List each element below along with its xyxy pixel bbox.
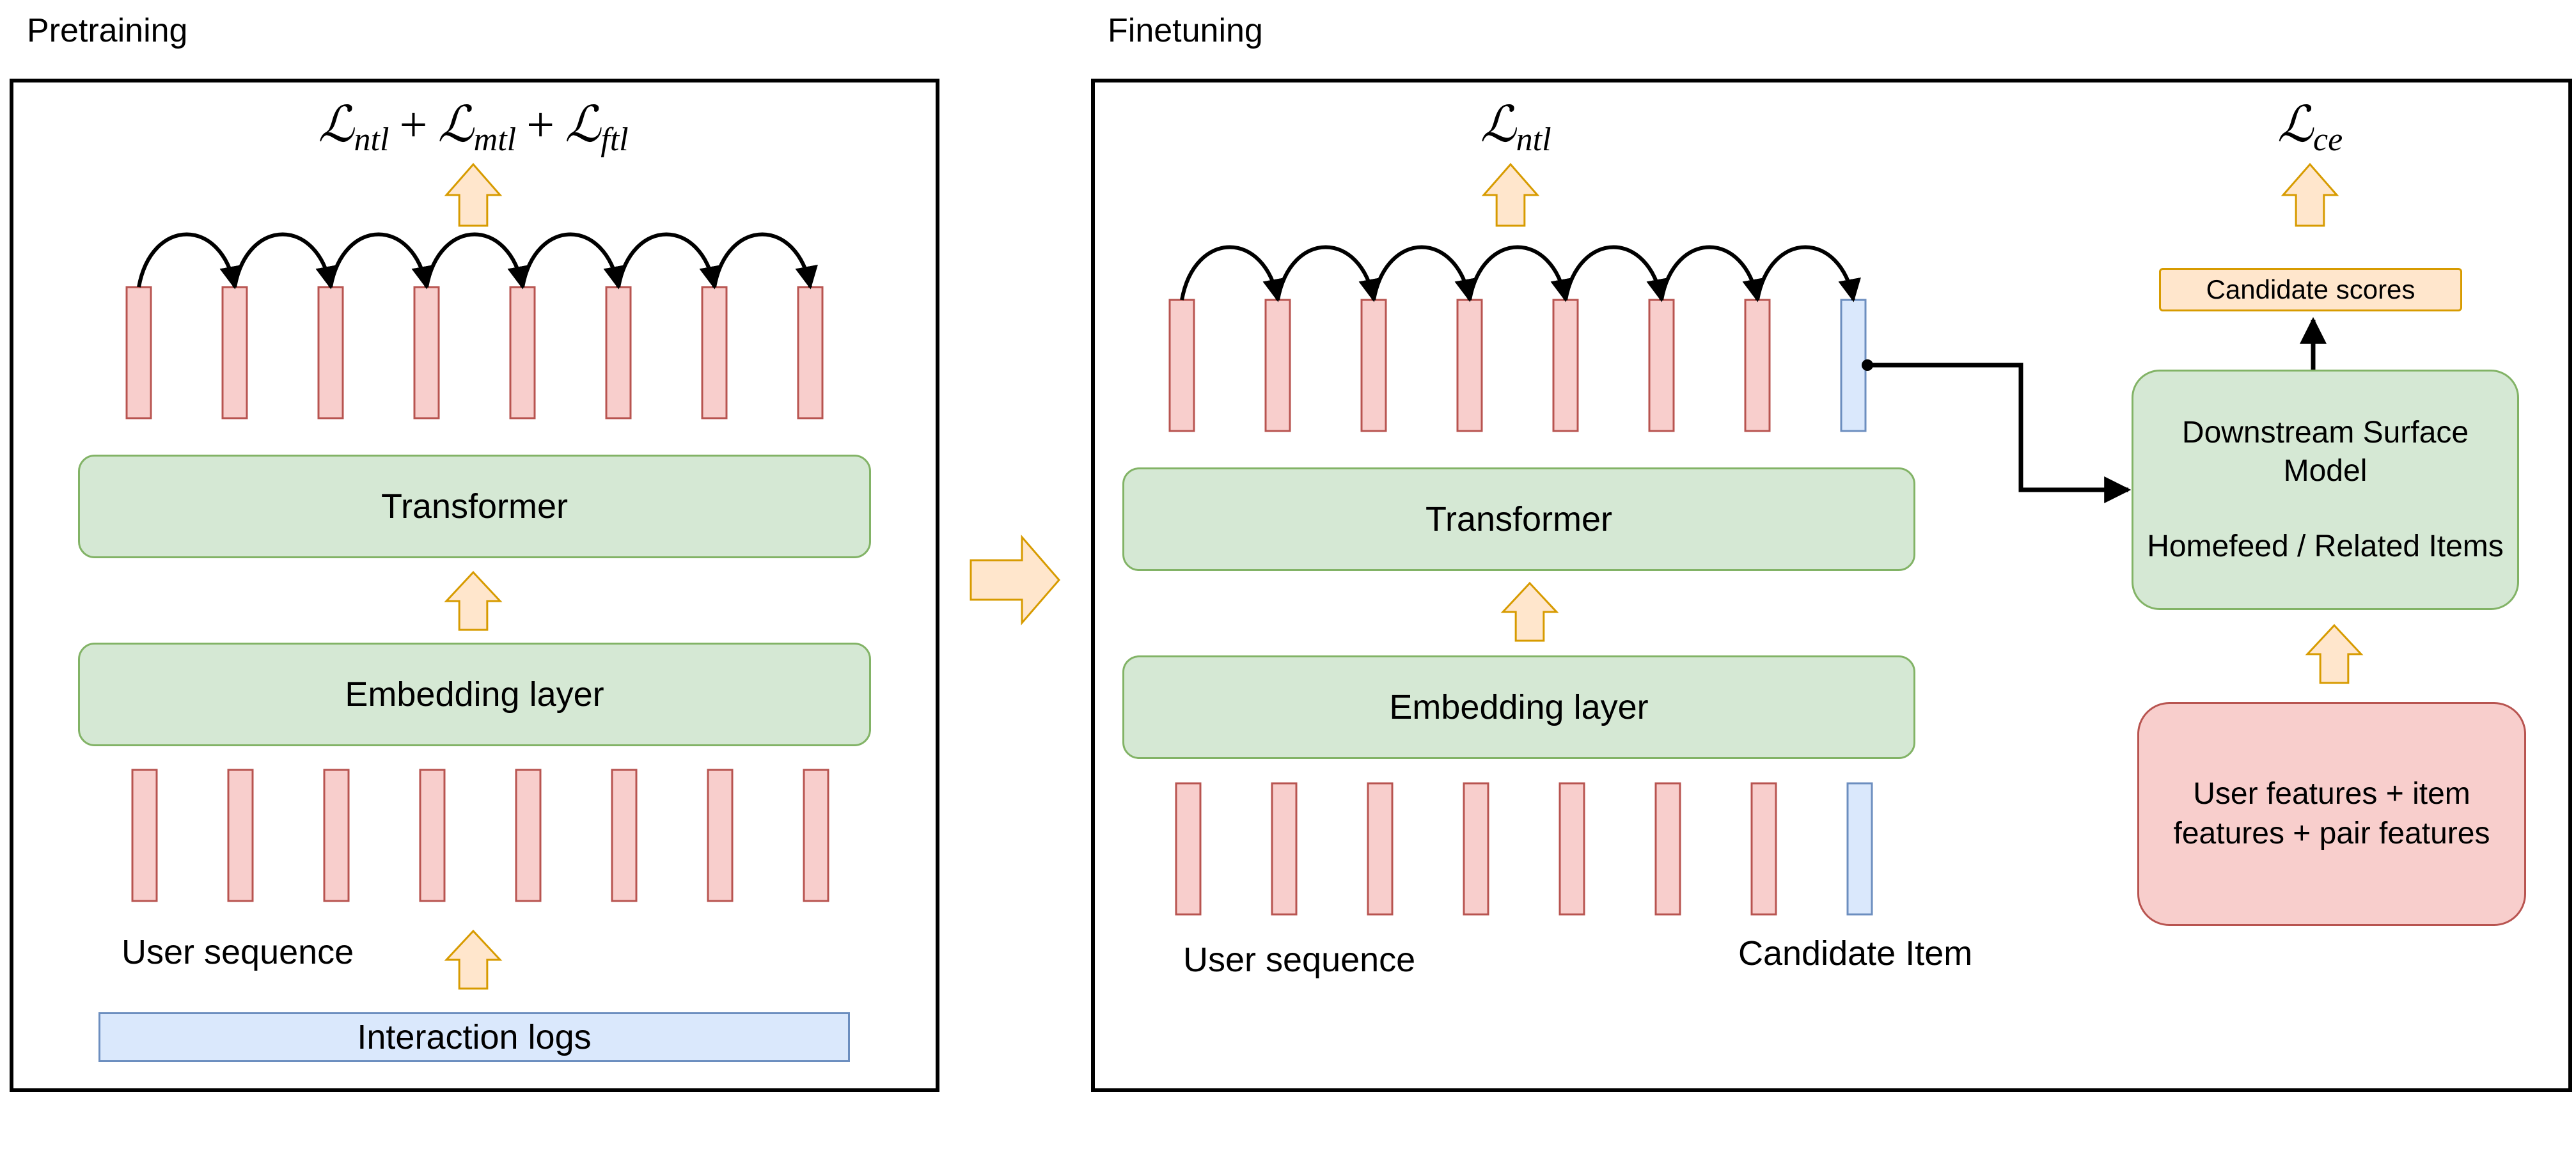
up-arrow-features xyxy=(2305,623,2364,684)
interaction-logs: Interaction logs xyxy=(98,1012,850,1062)
pretraining-title: Pretraining xyxy=(27,12,188,49)
sequence-token xyxy=(317,286,344,419)
flow-arrows xyxy=(444,162,2364,990)
sequence-token xyxy=(1175,782,1202,916)
next-token-arc xyxy=(521,232,626,290)
finetuning-input-tokens xyxy=(1175,782,1873,916)
downstream-model-surfaces: Homefeed / Related Items xyxy=(2147,529,2504,563)
finetuning-loss-ntl: ℒntl xyxy=(1480,97,1551,158)
sequence-token xyxy=(605,286,632,419)
feature-inputs: User features + item features + pair fea… xyxy=(2137,702,2526,926)
sequence-token xyxy=(419,769,446,902)
finetuning-output-tokens xyxy=(1168,299,1867,432)
up-arrow-loss-ntl xyxy=(1481,162,1540,227)
candidate-to-downstream-arrow xyxy=(1867,363,2132,503)
sequence-token xyxy=(413,286,440,419)
sequence-token xyxy=(1367,782,1394,916)
next-token-arc xyxy=(1468,245,1573,302)
next-token-arc xyxy=(1372,245,1477,302)
finetuning-transformer: Transformer xyxy=(1122,467,1915,571)
sequence-token xyxy=(1744,299,1771,432)
sequence-token xyxy=(131,769,158,902)
pretraining-loss: ℒntl+ℒmtl+ℒftl xyxy=(318,97,629,158)
next-token-arc xyxy=(233,232,338,290)
pretraining-user-sequence-label: User sequence xyxy=(122,933,354,971)
up-arrow-logs xyxy=(444,929,503,990)
sequence-token xyxy=(1552,299,1579,432)
sequence-token xyxy=(227,769,254,902)
downstream-surface-model: Downstream Surface Model Homefeed / Rela… xyxy=(2132,370,2519,610)
pretraining-transformer: Transformer xyxy=(78,455,871,558)
next-token-arc xyxy=(1276,245,1381,302)
sequence-token xyxy=(707,769,734,902)
sequence-token xyxy=(1168,299,1195,432)
pretraining-embedding-layer: Embedding layer xyxy=(78,643,871,746)
sequence-token xyxy=(1271,782,1298,916)
up-arrow-transformer xyxy=(444,570,503,631)
next-token-arc xyxy=(1564,245,1669,302)
sequence-token xyxy=(1559,782,1585,916)
pretraining-output-tokens xyxy=(125,286,824,419)
sequence-token xyxy=(221,286,248,419)
candidate-scores: Candidate scores xyxy=(2159,268,2462,311)
sequence-token xyxy=(1750,782,1777,916)
sequence-token xyxy=(1360,299,1387,432)
downstream-model-title: Downstream Surface Model xyxy=(2181,416,2469,488)
next-token-arc xyxy=(1660,245,1765,302)
sequence-token xyxy=(1648,299,1675,432)
up-arrow-ft-transformer xyxy=(1500,581,1559,642)
sequence-token xyxy=(515,769,542,902)
pretraining-next-token-arcs xyxy=(137,232,818,290)
sequence-token xyxy=(803,769,829,902)
next-token-arc xyxy=(329,232,434,290)
sequence-token xyxy=(701,286,728,419)
next-token-arc xyxy=(1755,245,1861,302)
pretraining-to-finetuning-arrow xyxy=(970,534,1060,626)
next-token-arc xyxy=(1180,245,1285,302)
candidate-token xyxy=(1846,782,1873,916)
sequence-token xyxy=(1264,299,1291,432)
finetuning-next-token-arcs xyxy=(1180,245,1861,302)
sequence-token xyxy=(1456,299,1483,432)
finetuning-user-sequence-label: User sequence xyxy=(1183,941,1416,979)
up-arrow-loss-ce xyxy=(2281,162,2339,227)
pretraining-panel xyxy=(10,79,939,1092)
next-token-arc xyxy=(617,232,722,290)
finetuning-title: Finetuning xyxy=(1108,12,1263,49)
up-arrow-loss xyxy=(444,162,503,227)
sequence-token xyxy=(509,286,536,419)
sequence-token xyxy=(323,769,350,902)
next-token-arc xyxy=(425,232,530,290)
next-token-arc xyxy=(137,232,242,290)
pretraining-input-tokens xyxy=(131,769,829,902)
candidate-token xyxy=(1840,299,1867,432)
finetuning-loss-ce: ℒce xyxy=(2277,97,2343,158)
candidate-item-label: Candidate Item xyxy=(1738,934,1973,973)
sequence-token xyxy=(125,286,152,419)
sequence-token xyxy=(797,286,824,419)
finetuning-embedding-layer: Embedding layer xyxy=(1122,655,1915,759)
sequence-token xyxy=(611,769,638,902)
sequence-token xyxy=(1463,782,1489,916)
next-token-arc xyxy=(712,232,818,290)
feature-inputs-label: User features + item features + pair fea… xyxy=(2173,776,2490,850)
sequence-token xyxy=(1654,782,1681,916)
